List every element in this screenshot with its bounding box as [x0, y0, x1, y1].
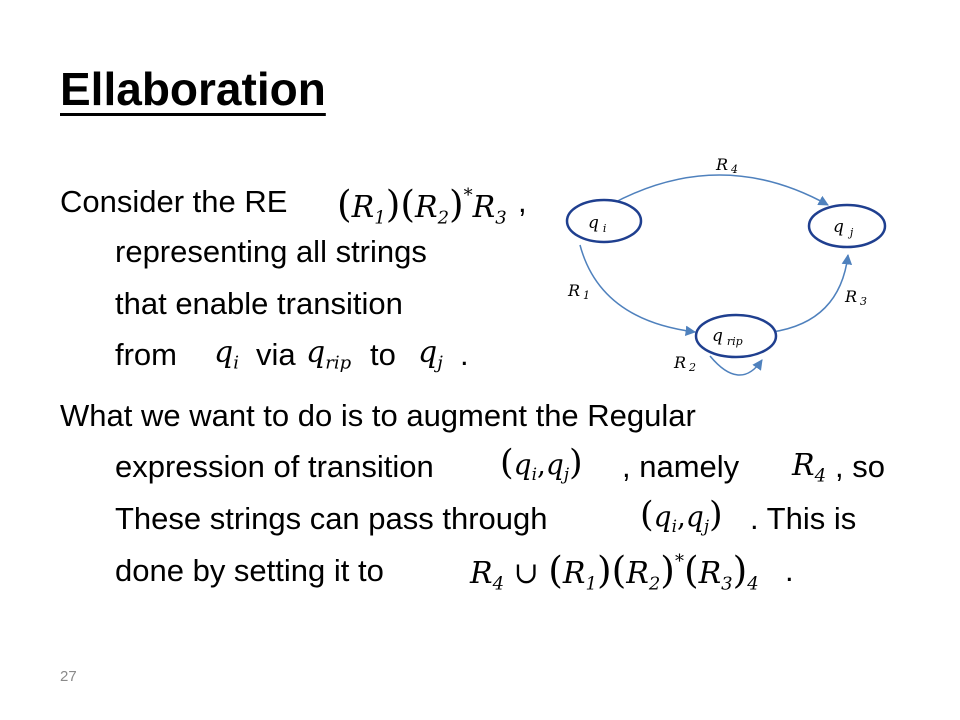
re-expression-r1-r2star-r3: (R1)(R2)*R3 — [337, 182, 507, 229]
r4-label: R4 — [792, 448, 827, 487]
slide-title: Ellaboration — [60, 63, 326, 115]
para1-line4-period: . — [460, 337, 469, 372]
edge-r1 — [579, 244, 697, 337]
para2-line1: What we want to do is to augment the Reg… — [60, 398, 696, 433]
para1-line1: Consider the RE — [60, 184, 288, 219]
para1-line3: that enable transition — [115, 286, 403, 321]
edge-r2-loop — [709, 355, 763, 376]
para1-line4-from: from — [115, 337, 177, 372]
para2-line4b: . — [785, 553, 794, 588]
para2-line2a: expression of transition — [115, 449, 434, 484]
edge-r3 — [771, 253, 853, 333]
para1-line4-to: to — [370, 337, 396, 372]
pair-qi-qj-1: (qi,qj) — [500, 443, 583, 484]
para2-line3a: These strings can pass through — [115, 501, 548, 536]
node-qrip — [694, 313, 778, 359]
state-qrip: qrip — [306, 335, 352, 374]
para2-line4a: done by setting it to — [115, 553, 384, 588]
pair-qi-qj-2: (qi,qj) — [640, 495, 723, 536]
para1-line4-via: via — [256, 337, 296, 372]
state-qj: qj — [418, 335, 443, 374]
para1-line1-comma: , — [518, 184, 527, 219]
union-expression: R4 ∪ (R1)(R2)*(R3)4 — [470, 548, 759, 595]
state-qi: qi — [214, 335, 239, 374]
para2-line3b: . This is — [750, 501, 857, 536]
para2-line2c: , so — [835, 449, 885, 484]
para2-line2b: , namely — [622, 449, 740, 484]
page-number: 27 — [60, 668, 77, 685]
para1-line2: representing all strings — [115, 234, 427, 269]
node-qi — [565, 198, 643, 244]
node-qj — [807, 203, 887, 249]
edge-r4 — [609, 174, 829, 206]
